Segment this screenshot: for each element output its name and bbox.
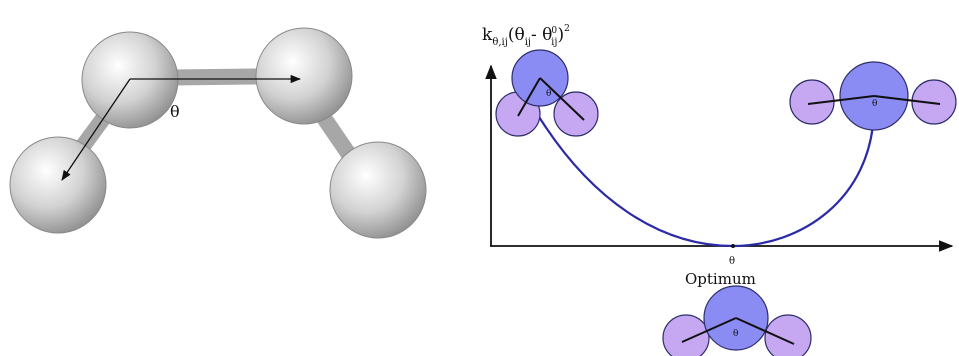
molecule-stretched: θ [789, 61, 957, 131]
molecule-optimum: θ [662, 285, 812, 356]
optimum-label: Optimum [685, 270, 756, 288]
bond-line [873, 95, 941, 105]
bond-line [539, 77, 585, 121]
bond-line [517, 77, 541, 117]
atom-bottom-right [329, 141, 427, 239]
outer-atom-right [764, 314, 812, 356]
outer-atom-left [789, 79, 835, 125]
x-tick-theta: θ [729, 256, 735, 267]
ball-stick-molecule: θ [9, 27, 427, 239]
angle-theta-label: θ [170, 102, 180, 121]
molecule-compressed: θ [495, 49, 599, 137]
vector-arrow-down-left [61, 78, 131, 181]
bond-line [807, 95, 875, 105]
bond-line [681, 317, 737, 343]
angle-theta-small: θ [872, 99, 877, 109]
angle-theta-small: θ [733, 329, 738, 339]
outer-atom-left [662, 314, 710, 356]
angle-theta-small: θ [546, 89, 551, 99]
outer-atom-right [911, 79, 957, 125]
minimum-point [731, 244, 735, 248]
atom-bottom-left [9, 136, 107, 234]
bond-line [735, 317, 795, 345]
atom-top-right [255, 27, 353, 125]
